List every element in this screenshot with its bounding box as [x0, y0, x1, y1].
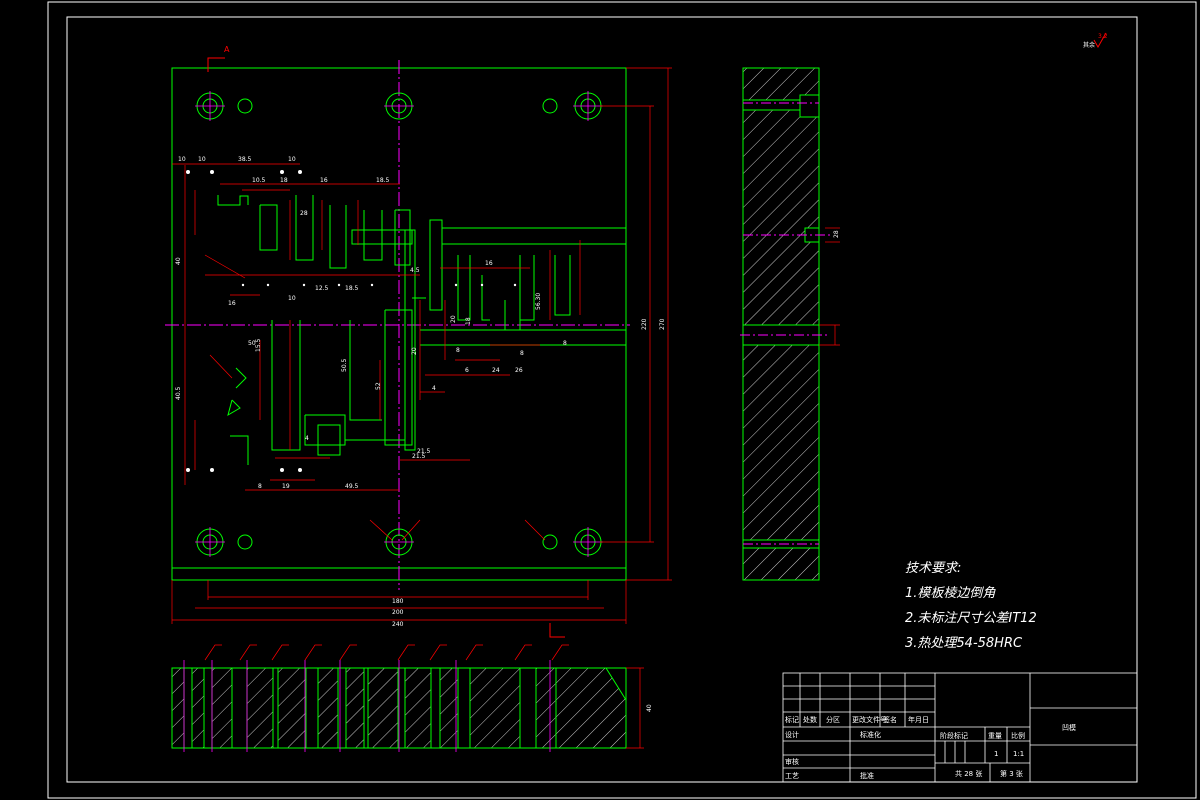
svg-text:4: 4 — [305, 435, 309, 442]
svg-text:处数: 处数 — [803, 715, 817, 724]
part-name: 凹模 — [1062, 723, 1076, 732]
svg-text:16: 16 — [320, 177, 328, 184]
svg-text:A: A — [224, 45, 230, 54]
svg-text:批准: 批准 — [860, 771, 874, 780]
requirement-item: 3.热处理54-58HRC — [905, 636, 1023, 651]
svg-text:21.5: 21.5 — [412, 453, 426, 460]
svg-text:18.5: 18.5 — [345, 285, 359, 292]
svg-text:26: 26 — [515, 367, 523, 374]
svg-text:21.5: 21.5 — [417, 448, 431, 455]
svg-text:180: 180 — [392, 598, 404, 605]
svg-text:18: 18 — [280, 177, 288, 184]
svg-text:4: 4 — [432, 385, 436, 392]
svg-text:38.5: 38.5 — [238, 156, 252, 163]
svg-text:16: 16 — [228, 300, 236, 307]
svg-text:50: 50 — [248, 340, 256, 347]
svg-text:16: 16 — [485, 260, 493, 267]
svg-text:工艺: 工艺 — [785, 772, 799, 780]
svg-text:年月日: 年月日 — [908, 715, 929, 724]
svg-text:10: 10 — [178, 156, 186, 163]
svg-text:设计: 设计 — [785, 730, 799, 739]
svg-text:56.30: 56.30 — [535, 293, 542, 310]
svg-text:18: 18 — [465, 317, 472, 325]
svg-text:20: 20 — [450, 315, 457, 323]
drawing-frame — [66, 16, 1138, 783]
svg-text:4.5: 4.5 — [410, 267, 420, 274]
svg-text:15.5: 15.5 — [255, 338, 262, 352]
svg-text:标准化: 标准化 — [860, 730, 881, 739]
svg-text:18.5: 18.5 — [376, 177, 390, 184]
svg-text:19: 19 — [282, 483, 290, 490]
requirement-item: 1.模板棱边倒角 — [905, 586, 996, 601]
roughness-value: 3.2 — [1098, 33, 1108, 40]
svg-text:8: 8 — [258, 483, 262, 490]
die-cavity-profile — [217, 195, 626, 465]
svg-text:40: 40 — [175, 257, 182, 265]
roughness-note: 其余 — [1083, 41, 1095, 49]
section-mark: A — [207, 45, 565, 638]
svg-text:第 3 张: 第 3 张 — [1000, 769, 1023, 778]
svg-text:10: 10 — [288, 156, 296, 163]
svg-text:分区: 分区 — [826, 715, 840, 724]
technical-requirements-title: 技术要求: — [905, 561, 962, 576]
plan-view: A — [165, 45, 672, 638]
svg-text:8: 8 — [563, 340, 567, 347]
side-section-view: 28 — [740, 67, 840, 581]
svg-text:270: 270 — [659, 318, 666, 330]
svg-text:40.5: 40.5 — [175, 386, 182, 400]
svg-text:20: 20 — [411, 347, 418, 355]
svg-text:52: 52 — [375, 382, 382, 390]
svg-text:24: 24 — [492, 367, 500, 374]
svg-text:12.5: 12.5 — [315, 285, 329, 292]
dimension-labels: 180 200 240 220 270 10 10 38.5 10 10.5 1… — [175, 156, 666, 628]
svg-text:共 28 张: 共 28 张 — [955, 769, 982, 778]
svg-text:10.5: 10.5 — [252, 177, 266, 184]
svg-text:8: 8 — [520, 350, 524, 357]
svg-text:200: 200 — [392, 609, 404, 616]
svg-text:签名: 签名 — [883, 715, 897, 724]
thickness-label: 40 — [646, 704, 653, 712]
side-dimension-label: 28 — [833, 230, 840, 238]
svg-text:重量: 重量 — [988, 732, 1002, 740]
title-block-text: 标记 处数 分区 更改文件号 签名 年月日 设计 标准化 审核 工艺 批准 阶段… — [785, 715, 1076, 780]
dimension-lines — [171, 67, 672, 624]
svg-text:标记: 标记 — [785, 715, 799, 724]
svg-text:1: 1 — [994, 750, 998, 758]
sheet-border — [47, 1, 1197, 799]
svg-text:比例: 比例 — [1011, 731, 1025, 740]
svg-text:28: 28 — [300, 210, 308, 217]
svg-text:240: 240 — [392, 621, 404, 628]
svg-text:220: 220 — [641, 318, 648, 330]
svg-text:阶段标记: 阶段标记 — [940, 731, 968, 740]
svg-text:6: 6 — [465, 367, 469, 374]
svg-text:50.5: 50.5 — [341, 358, 348, 372]
svg-text:49.5: 49.5 — [345, 483, 359, 490]
svg-text:1:1: 1:1 — [1013, 750, 1024, 758]
title-block — [782, 672, 1138, 783]
svg-text:10: 10 — [198, 156, 206, 163]
svg-text:8: 8 — [456, 347, 460, 354]
svg-text:更改文件号: 更改文件号 — [852, 715, 887, 724]
technical-requirements: 技术要求: 1.模板棱边倒角 2.未标注尺寸公差IT12 3.热处理54-58H… — [905, 556, 1037, 656]
requirement-item: 2.未标注尺寸公差IT12 — [905, 611, 1037, 626]
bottom-section-view: 40 — [171, 644, 653, 752]
roughness-symbol: 其余 3.2 — [1083, 32, 1108, 49]
svg-text:审核: 审核 — [785, 757, 799, 766]
svg-text:10: 10 — [288, 295, 296, 302]
